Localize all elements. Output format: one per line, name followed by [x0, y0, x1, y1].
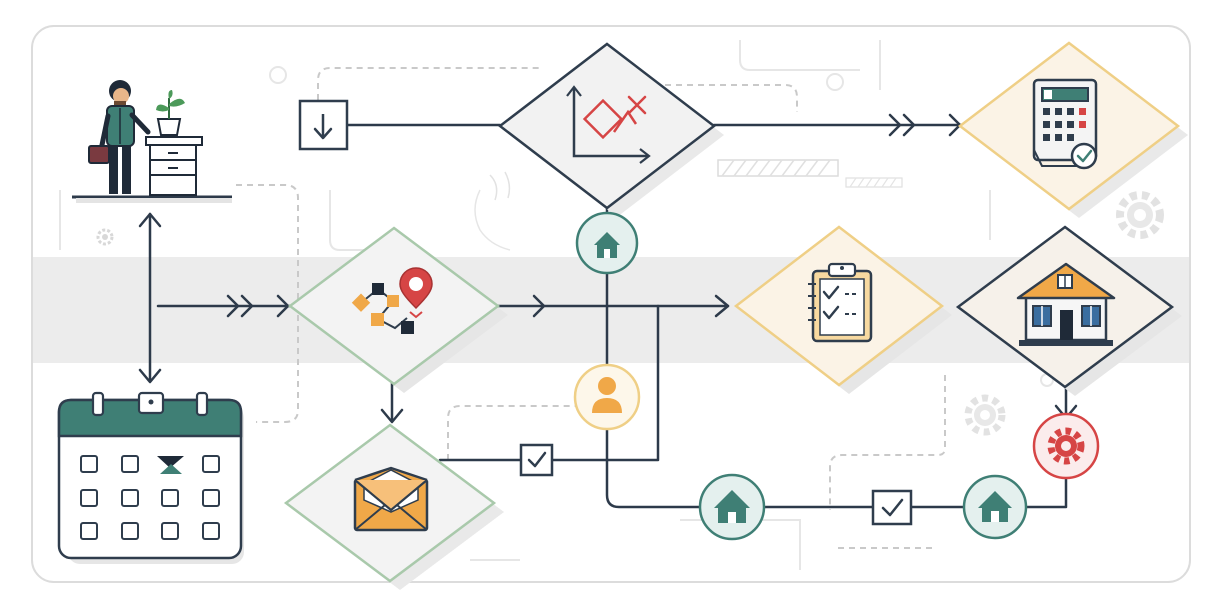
- person-at-desk-icon: [72, 80, 232, 203]
- checkmark-icon: [881, 498, 904, 517]
- clipboard-checklist-icon: [808, 262, 873, 343]
- gear-circle[interactable]: [1032, 412, 1100, 480]
- home-circle-bottom-right[interactable]: [962, 474, 1028, 540]
- checkmark-icon: [527, 451, 547, 468]
- home-icon: [978, 491, 1012, 522]
- dashed-connectors: [236, 67, 946, 549]
- user-circle[interactable]: [573, 363, 641, 431]
- home-circle-top[interactable]: [575, 211, 639, 275]
- home-icon: [714, 490, 750, 523]
- house-icon: [1016, 262, 1116, 346]
- route-map-pin-icon: [351, 267, 433, 334]
- check-box-right[interactable]: [871, 489, 913, 526]
- download-arrow-icon[interactable]: [298, 99, 349, 151]
- diamond-chart[interactable]: [497, 42, 724, 217]
- decorative-gear-icon: [1116, 191, 1164, 239]
- home-circle-bottom-left[interactable]: [698, 473, 766, 541]
- gear-icon: [1047, 427, 1085, 465]
- calculator-icon: [1032, 78, 1098, 170]
- line-chart-icon: [566, 85, 651, 164]
- envelope-icon: [353, 466, 429, 532]
- decorative-gear-icon: [96, 228, 114, 246]
- decorative-gear-icon: [964, 394, 1006, 436]
- calendar-icon[interactable]: [57, 391, 244, 564]
- user-icon: [592, 377, 622, 413]
- check-box-left[interactable]: [519, 443, 554, 477]
- diamond-route[interactable]: [287, 226, 508, 393]
- home-icon: [594, 232, 620, 258]
